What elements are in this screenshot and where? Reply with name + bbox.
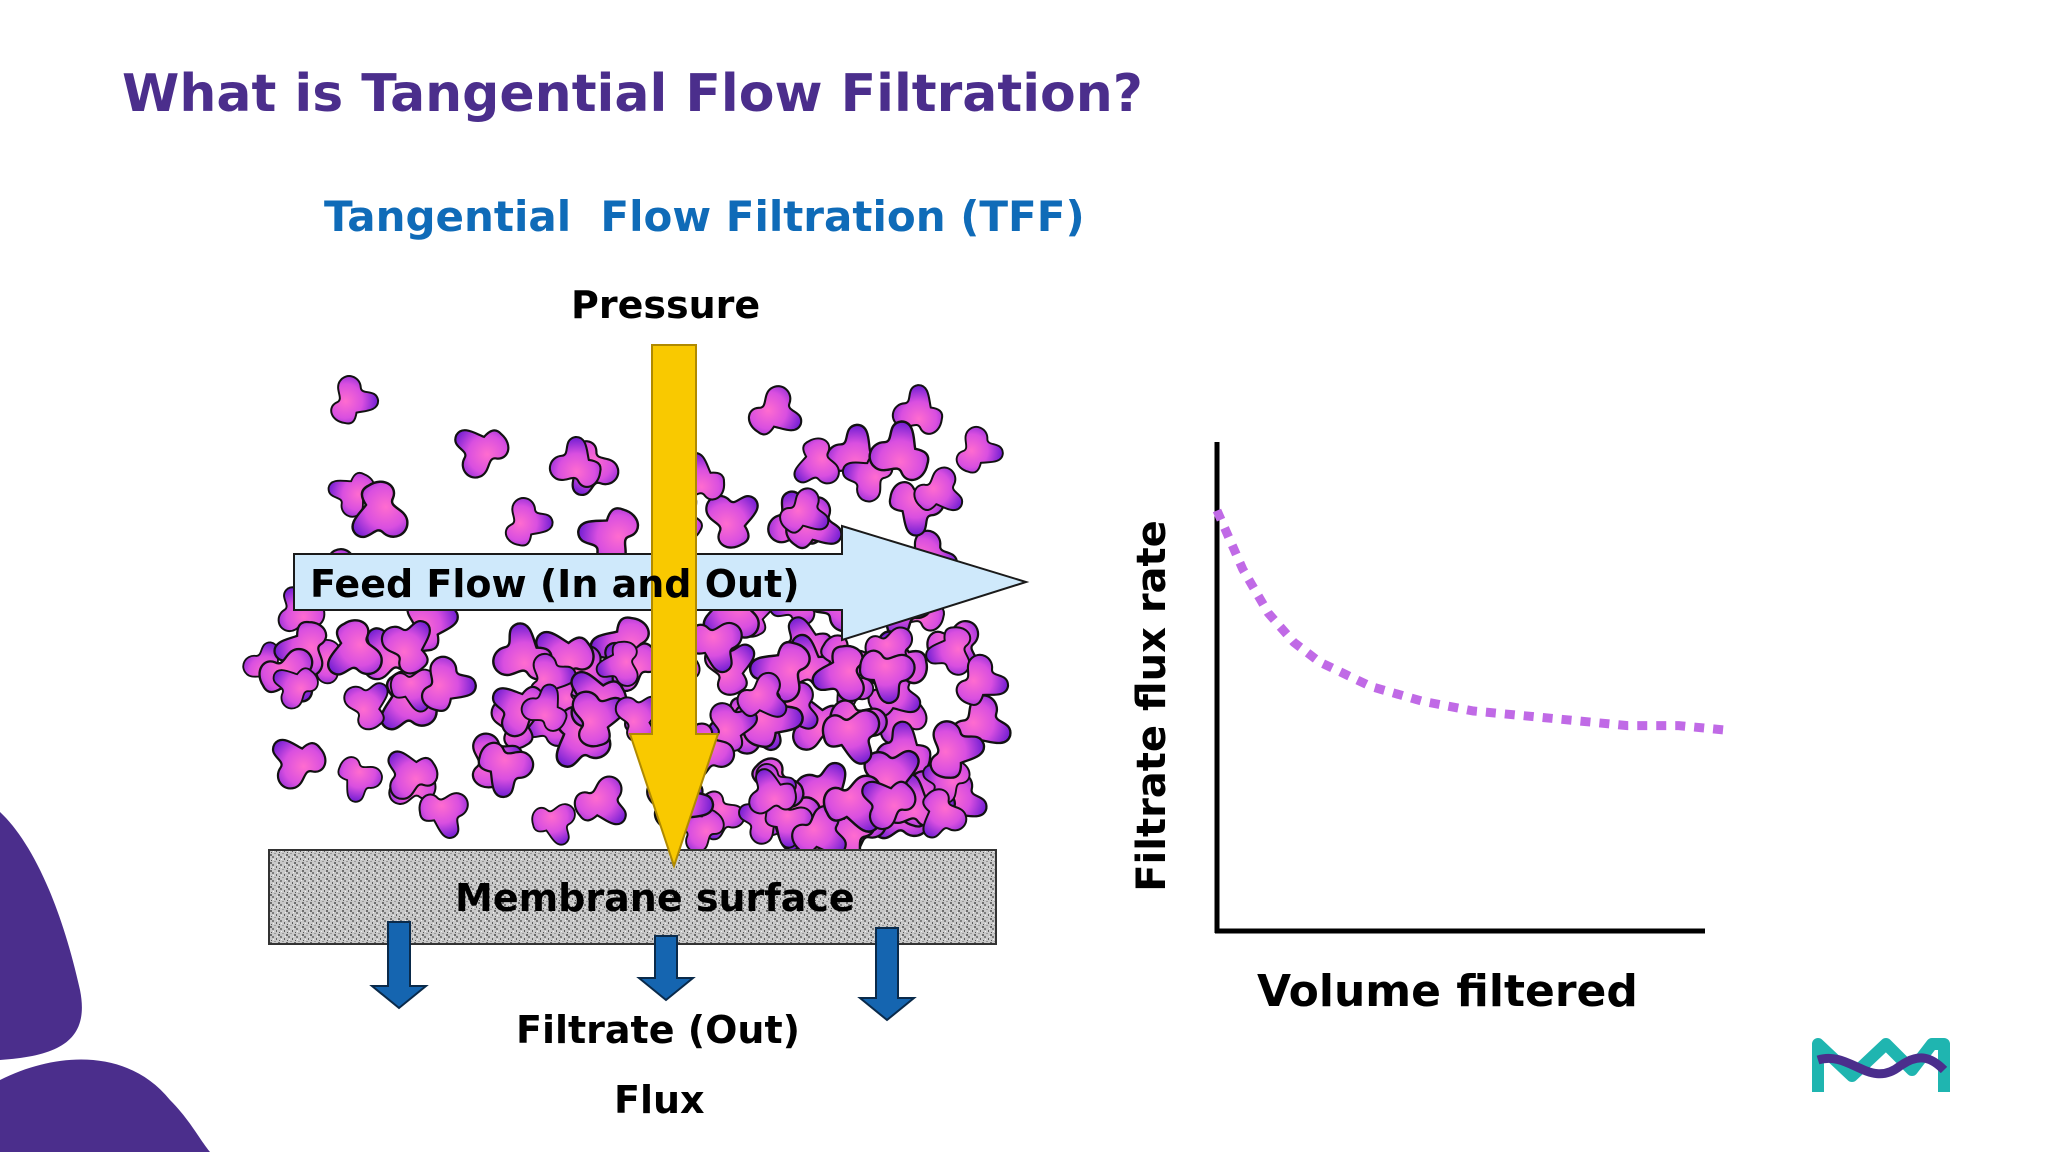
particle xyxy=(270,732,331,792)
flux-rate-curve xyxy=(1212,508,1731,735)
company-logo xyxy=(1812,1038,1950,1092)
feed-flow-label: Feed Flow (In and Out) xyxy=(310,562,800,606)
corner-decor-shape xyxy=(0,812,210,1152)
particle xyxy=(570,773,629,831)
particle xyxy=(492,491,558,557)
flux-label: Flux xyxy=(614,1078,705,1122)
filtrate-arrow-middle xyxy=(636,935,696,1002)
chart-xlabel: Volume filtered xyxy=(1257,966,1638,1017)
filtrate-arrow-right xyxy=(857,927,917,1022)
slide-title: What is Tangential Flow Filtration? xyxy=(122,64,1143,124)
pressure-arrow xyxy=(628,344,720,870)
membrane-label: Membrane surface xyxy=(455,876,855,920)
filtrate-label: Filtrate (Out) xyxy=(516,1008,800,1052)
particle xyxy=(452,418,516,482)
chart-ylabel: Filtrate flux rate xyxy=(1129,520,1175,892)
particle xyxy=(317,370,383,435)
particle xyxy=(327,745,388,806)
particle xyxy=(525,794,579,848)
particle xyxy=(704,493,760,550)
diagram-subtitle: Tangential Flow Filtration (TFF) xyxy=(324,192,1085,241)
pressure-label: Pressure xyxy=(571,283,761,327)
particle xyxy=(739,381,806,447)
filtrate-arrow-left xyxy=(369,921,429,1010)
